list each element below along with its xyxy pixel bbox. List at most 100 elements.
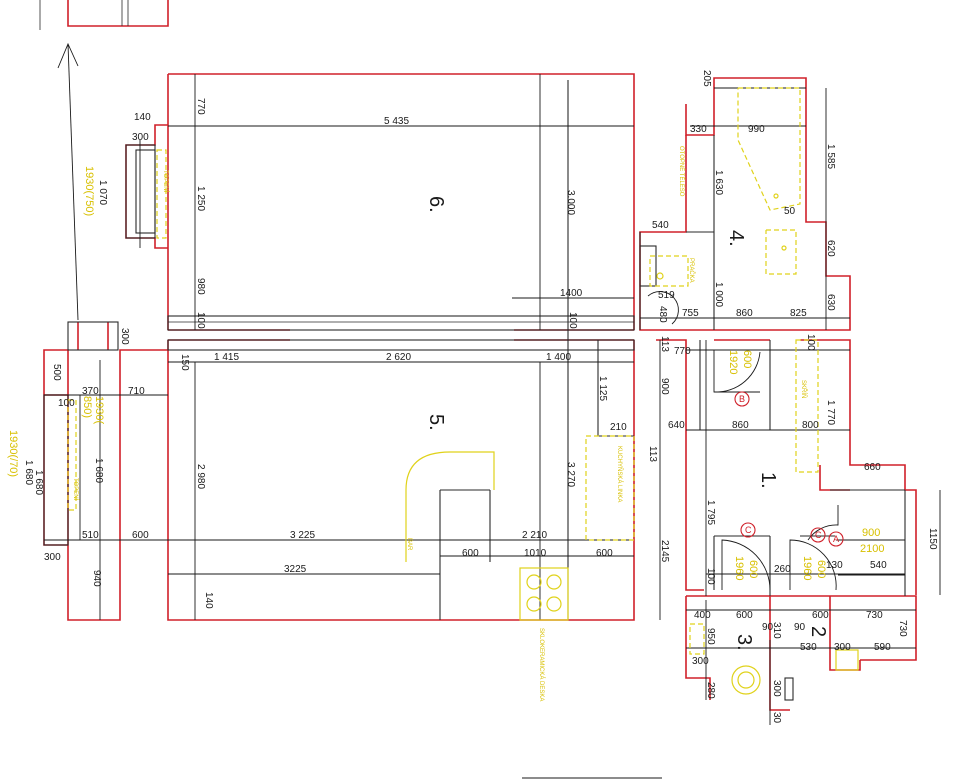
inner-walls [43, 80, 906, 701]
dim-730-b: 730 [897, 620, 908, 637]
dim-600-e: 600 [812, 610, 829, 621]
room-5-number: 5. [425, 414, 447, 431]
dim-1125: 1 125 [597, 376, 608, 401]
dim-860-top: 860 [736, 308, 753, 319]
tag-c-b: C [815, 530, 822, 540]
tag-a-circle [828, 531, 844, 547]
label-bar: BAR [406, 538, 412, 551]
room-6-number: 6. [425, 196, 447, 213]
room-1-number: 1. [757, 472, 779, 489]
dim-300-e: 300 [692, 656, 709, 667]
door-900: 900 [862, 527, 880, 539]
dim-2210: 2 210 [522, 530, 547, 541]
label-pracka: PRAČKA [688, 258, 695, 283]
dim-100-a: 100 [805, 334, 816, 351]
dim-5435: 5 435 [384, 116, 409, 127]
dim-600-c: 600 [596, 548, 613, 559]
dim-1770: 1 770 [825, 400, 836, 425]
dim-370: 370 [82, 386, 99, 397]
dimension-labels: 205 330 990 1 585 1 630 50 540 620 1 000… [23, 70, 938, 724]
label-sklokeramicka-deska: SKLOKERAMICKÁ DESKA [538, 628, 545, 701]
dim-150: 150 [179, 354, 190, 371]
door-600-1920: 600 [741, 350, 753, 368]
dim-205: 205 [701, 70, 712, 87]
dim-1630: 1 630 [713, 170, 724, 195]
dim-950: 950 [705, 628, 716, 645]
dim-100-e: 100 [705, 568, 716, 585]
dim-3225-b: 3225 [284, 564, 307, 575]
room-3-number: 3. [733, 634, 755, 651]
dim-30: 30 [771, 712, 782, 724]
dim-280: 280 [705, 682, 716, 699]
dim-660: 660 [864, 462, 881, 473]
tag-b-circle [734, 391, 750, 407]
dim-1585: 1 585 [825, 144, 836, 169]
window-label-1930-70: 1930(/70) [7, 430, 19, 477]
dim-630: 630 [825, 294, 836, 311]
dim-3000: 3.000 [565, 190, 576, 215]
door-1920: 1920 [727, 350, 739, 374]
fixture-labels: 1930(750) 1930(/70) 1930( 850) OTOPNÉ TĚ… [7, 146, 808, 701]
door-1960-b: 1960 [801, 556, 813, 580]
tag-c-a: C [745, 525, 752, 535]
furniture [67, 87, 859, 695]
dim-100-b: 100 [195, 312, 206, 329]
dim-130: 130 [826, 560, 843, 571]
window-label-1930: 1930( [93, 396, 105, 424]
dim-1680-c: 1 680 [93, 458, 104, 483]
dim-800: 800 [802, 420, 819, 431]
label-otopne-teleso: OTOPNÉ TĚLESO [678, 146, 686, 197]
dim-210: 210 [610, 422, 627, 433]
dim-140-b: 140 [203, 592, 214, 609]
dim-600-b: 600 [462, 548, 479, 559]
dim-90-b: 90 [794, 622, 806, 633]
dim-300-d: 300 [834, 642, 851, 653]
label-kuchynska-linka: KUCHYŇSKÁ LINKA [616, 446, 623, 502]
door-tags: B C C A [734, 391, 844, 547]
dim-2145: 2145 [659, 540, 670, 563]
dim-2980: 2 980 [195, 464, 206, 489]
dim-100-d: 100 [58, 398, 75, 409]
exterior-walls [39, 0, 917, 711]
dim-755: 755 [682, 308, 699, 319]
dim-590: 590 [874, 642, 891, 653]
dim-1150: 1150 [927, 528, 938, 550]
dim-1010: 1010 [524, 548, 547, 559]
window-label-850: 850) [81, 396, 93, 418]
dim-980: 980 [195, 278, 206, 295]
dim-1400-b: 1 400 [546, 352, 571, 363]
dim-300-c: 300 [44, 552, 61, 563]
room-2-number: 2 [807, 626, 829, 637]
dim-100-c: 100 [567, 312, 578, 329]
dim-519: 519 [658, 290, 675, 301]
dim-1415: 1 415 [214, 352, 239, 363]
door-600-1960-b: 600 [815, 560, 827, 578]
label-topeni-b: TOPENÍ [72, 478, 79, 501]
dim-540-top: 540 [652, 220, 669, 231]
dim-620: 620 [825, 240, 836, 257]
dim-260: 260 [774, 564, 791, 575]
room-4-number: 4. [725, 230, 747, 247]
dim-770-top: 770 [195, 98, 206, 115]
doors [647, 291, 905, 591]
dim-510: 510 [82, 530, 99, 541]
dim-710: 710 [128, 386, 145, 397]
dim-1400-a: 1400 [560, 288, 583, 299]
dim-90-a: 90 [762, 622, 774, 633]
dim-113-b: 113 [647, 446, 658, 462]
label-topeni-a: TOPENÍ [162, 170, 169, 193]
door-labels: 600 1920 600 1960 600 1960 900 2100 [727, 350, 884, 580]
dim-1000: 1 000 [713, 282, 724, 307]
dim-940: 940 [91, 570, 102, 587]
dim-3270: 3 270 [565, 462, 576, 487]
north-arrow [57, 42, 79, 321]
door-2100: 2100 [860, 543, 884, 555]
dim-600-a: 600 [132, 530, 149, 541]
room-numbers: 6. 5. 4. 1. 2 3. [425, 196, 829, 651]
dim-480: 480 [657, 306, 668, 323]
dim-50: 50 [784, 206, 796, 217]
dim-310: 310 [771, 622, 782, 639]
dim-3225-a: 3 225 [290, 530, 315, 541]
dim-1250: 1 250 [195, 186, 206, 211]
